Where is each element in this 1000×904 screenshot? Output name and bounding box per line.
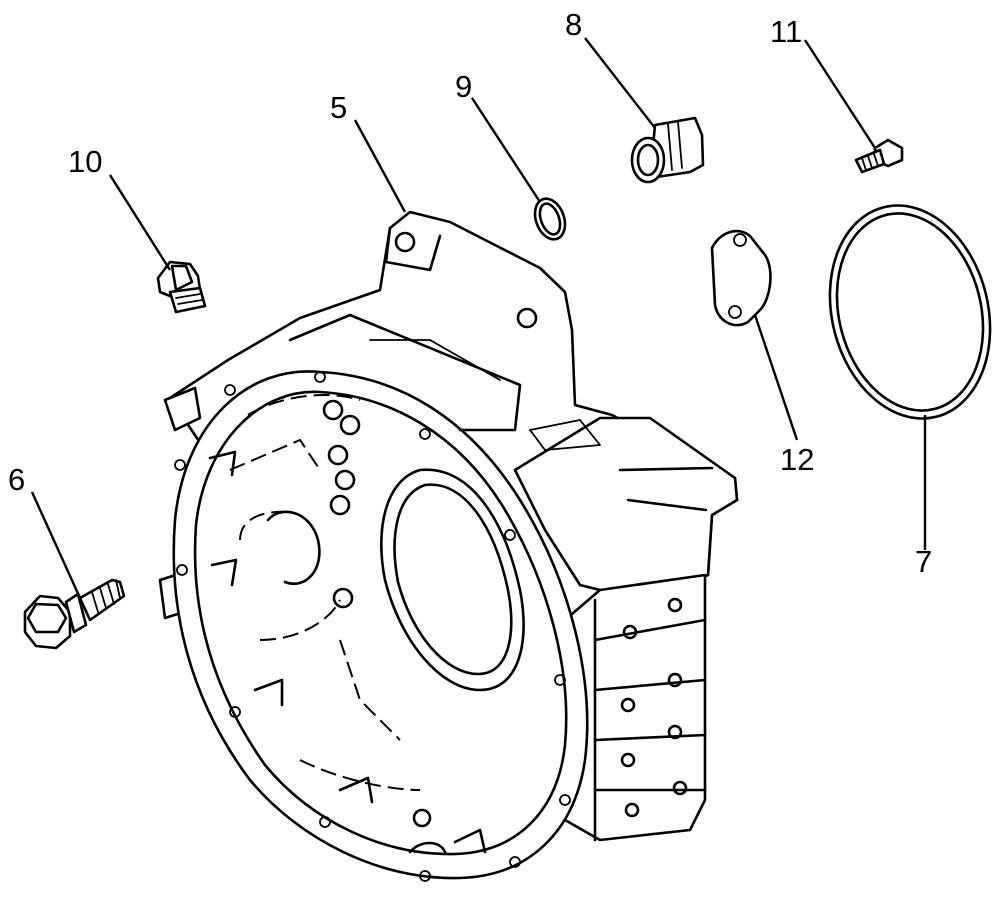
plug-8 bbox=[630, 116, 705, 184]
callout-11: 11 bbox=[770, 14, 802, 49]
callout-9: 9 bbox=[455, 69, 472, 104]
callout-10: 10 bbox=[68, 144, 102, 179]
bolt-11 bbox=[854, 138, 904, 174]
cover-plate-12 bbox=[710, 229, 772, 327]
callout-7: 7 bbox=[915, 544, 932, 579]
o-ring-7 bbox=[828, 204, 992, 420]
flywheel-housing bbox=[158, 210, 739, 882]
callout-5: 5 bbox=[330, 90, 347, 125]
callout-labels: 5 6 7 8 9 10 11 12 bbox=[8, 7, 932, 579]
fitting-10 bbox=[156, 260, 207, 314]
callout-6: 6 bbox=[8, 462, 25, 497]
o-ring-9 bbox=[533, 197, 567, 241]
leader-lines bbox=[30, 37, 927, 599]
bolt-6 bbox=[23, 578, 126, 650]
callout-8: 8 bbox=[565, 7, 582, 42]
callout-12: 12 bbox=[780, 442, 814, 477]
boss-cluster bbox=[322, 399, 361, 609]
rim-bolt-holes bbox=[174, 371, 571, 882]
